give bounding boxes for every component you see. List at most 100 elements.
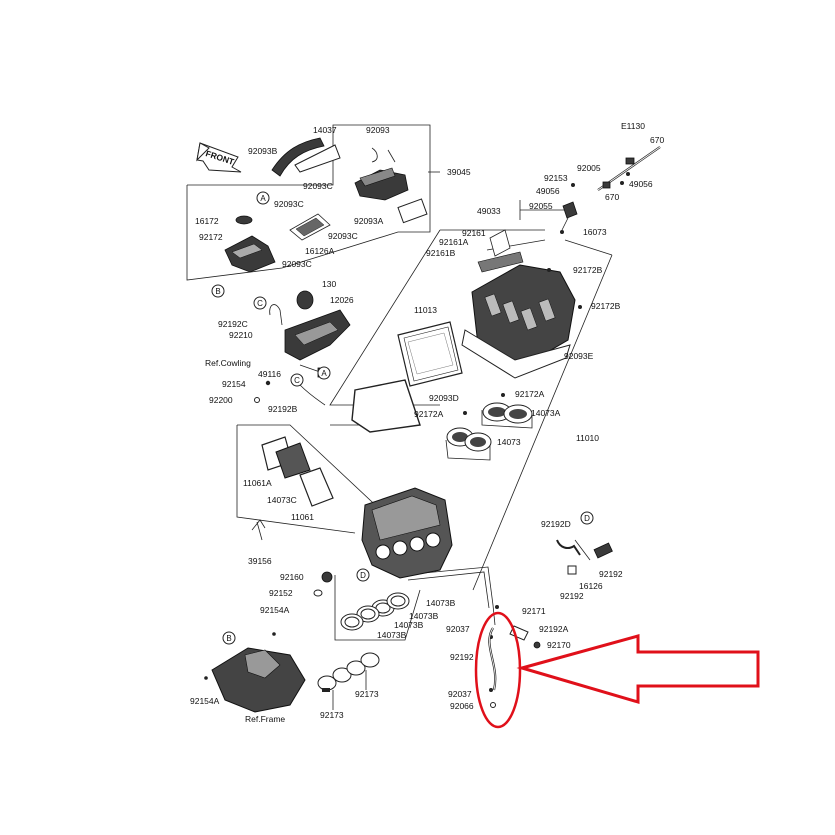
callout: 92005 [577,163,601,173]
callout: Ref.Cowling [205,358,251,368]
callout: 16126A [305,246,335,256]
callout: 12026 [330,295,354,305]
callout: 92192A [539,624,569,634]
top-cover-group [224,137,428,273]
callout: 92093C [328,231,358,241]
ref-circle-b: B [215,287,220,296]
callout: 92093E [564,351,594,361]
callout: 92093A [354,216,384,226]
callout: 49033 [477,206,501,216]
callout: 39045 [447,167,471,177]
callout: 92172 [199,232,223,242]
clamps [317,652,380,692]
callout: 92192 [560,591,584,601]
callout: 92192 [450,652,474,662]
callout: 14073B [394,620,424,630]
callout: 92192B [268,404,298,414]
callout: 92093B [248,146,278,156]
callout: 92192 [599,569,623,579]
callout: 92093 [366,125,390,135]
ref-circle-a: A [321,369,327,378]
ref-circle-d: D [584,514,590,523]
ref-circle-a: A [260,194,266,203]
callout: Ref.Frame [245,714,285,724]
callout: 14073B [426,598,456,608]
callout: 49056 [629,179,653,189]
ref-circle-c: C [257,299,263,308]
callout: 16172 [195,216,219,226]
front-arrow: FRONT [196,142,242,173]
callout: 49056 [536,186,560,196]
red-highlight [474,611,760,729]
callout: 92161 [462,228,486,238]
callout: 49116 [258,369,281,379]
ref-circle-b: B [226,634,231,643]
callout: 92154A [190,696,220,706]
callout: 11013 [414,305,437,315]
callout: 92153 [544,173,568,183]
callout: 92154 [222,379,246,389]
hose-parts [488,627,497,691]
callout: 92210 [229,330,253,340]
ref-circle-d: D [360,571,366,580]
callout: 14073B [409,611,439,621]
callout: 92037 [446,624,470,634]
callout: 130 [322,279,336,289]
callout: 92037 [448,689,472,699]
ref-circle-c: C [294,376,300,385]
callout: 11061A [243,478,272,488]
callout: 92152 [269,588,293,598]
airbox-lower [361,487,453,579]
air-filter-group [351,321,463,433]
callout: 11061 [291,512,314,522]
callout: 92173 [355,689,379,699]
rubber-rings [340,592,410,631]
callout: 92154A [260,605,290,615]
callout: 14073C [267,495,297,505]
callout: 92161B [426,248,456,258]
callout: 92093C [282,259,312,269]
callout: 670 [650,135,664,145]
callout: 14073 [497,437,521,447]
callout: 92093C [274,199,304,209]
callout: E1130 [621,121,645,131]
callout: 92066 [450,701,474,711]
callout: 92172A [515,389,545,399]
callout: 16073 [583,227,607,237]
highlight-arrow [516,634,760,705]
funnels [445,393,533,461]
callout: 670 [605,192,619,202]
callout: 92172A [414,409,444,419]
callout: 14073A [531,408,561,418]
callout: 92200 [209,395,233,405]
callout: 16126 [579,581,603,591]
callout: 92173 [320,710,344,720]
callout: 92171 [522,606,546,616]
callout: 39156 [248,556,272,566]
breather-parts [561,146,661,231]
callout: 92093C [303,181,333,191]
left-filters [251,436,334,541]
detail-d-group [556,539,613,575]
callout: 92170 [547,640,571,650]
highlight-ellipse [474,611,522,729]
ref-circles: A B C C A D D B [211,191,594,645]
callout: 92192D [541,519,571,529]
callout: 92192C [218,319,248,329]
callout: 92160 [280,572,304,582]
airbox-upper [461,229,582,379]
callout-labels: E1130 14037 92093 92093B 39045 92093C 92… [190,121,664,724]
callout: 92172B [591,301,621,311]
frame-part [211,647,306,713]
callout: 92055 [529,201,553,211]
callout: 14037 [313,125,337,135]
callout: 11010 [576,433,599,443]
callout: 92161A [439,237,469,247]
callout: 92172B [573,265,603,275]
left-duct-group [254,290,351,406]
frame-lines [186,124,613,710]
callout: 92093D [429,393,459,403]
callout: 14073B [377,630,407,640]
